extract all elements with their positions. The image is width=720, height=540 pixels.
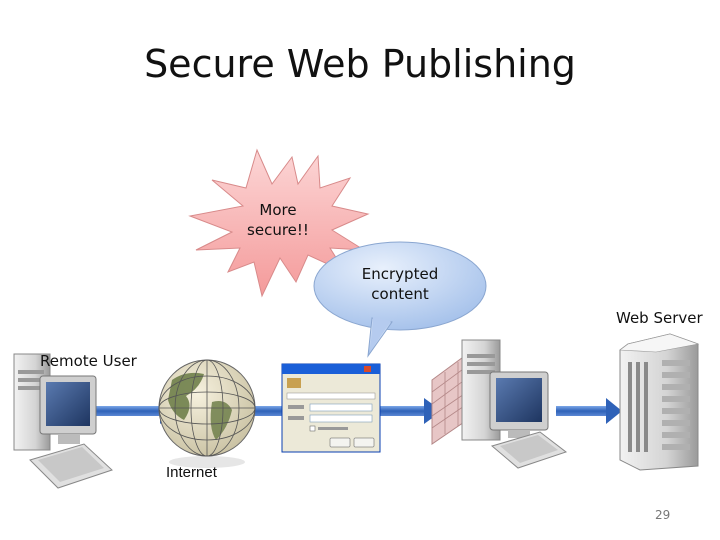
remote-user-label: Remote User	[40, 352, 137, 370]
slide-title: Secure Web Publishing	[144, 42, 576, 86]
proxy-server-computer-icon	[461, 339, 568, 469]
speech-bubble-text: Encrypted content	[330, 264, 470, 304]
web-server-tower-icon	[619, 333, 700, 471]
bubble-line-2: content	[371, 285, 429, 303]
remote-user-computer-icon	[13, 353, 113, 489]
starburst-line-2: secure!!	[247, 221, 309, 239]
login-dialog-thumbnail	[281, 363, 381, 453]
firewall-icon	[431, 351, 471, 445]
internet-globe-icon	[158, 359, 256, 468]
bubble-line-1: Encrypted	[361, 265, 439, 283]
starburst-callout-text: More secure!!	[218, 200, 338, 240]
connection-arrow-server	[556, 398, 622, 424]
internet-label: Internet	[166, 464, 217, 481]
web-server-label: Web Server	[616, 309, 703, 327]
page-number: 29	[655, 508, 671, 522]
starburst-line-1: More	[259, 201, 297, 219]
speech-bubble	[313, 241, 487, 358]
